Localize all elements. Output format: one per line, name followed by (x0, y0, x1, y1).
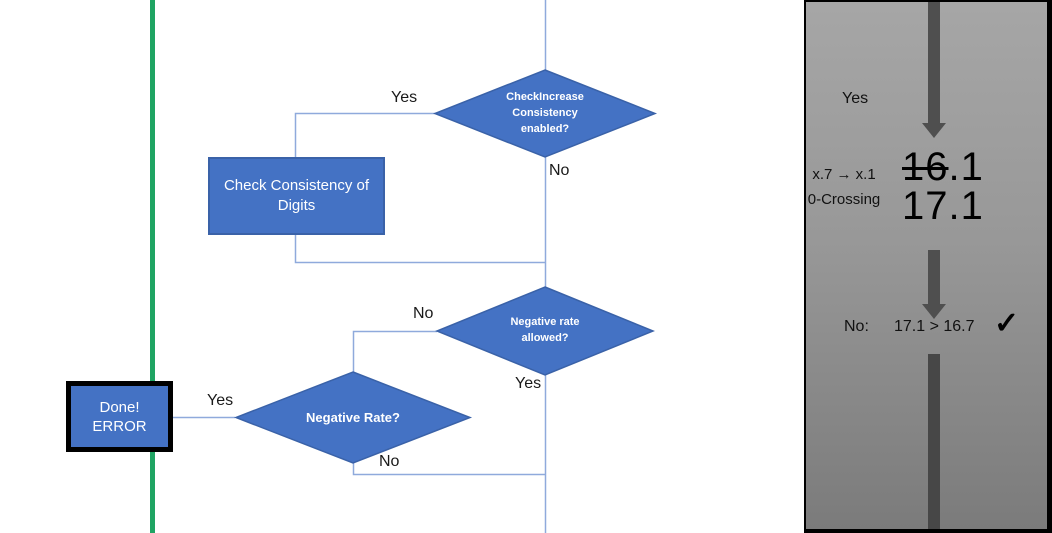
terminator-done-error: Done! ERROR (66, 381, 173, 452)
old-value: 16.1 (902, 145, 984, 189)
decision2-diamond (435, 286, 655, 376)
old-value-struck: 16 (902, 145, 949, 189)
panel-yes-label: Yes (842, 90, 869, 107)
decision3-yes-text: Yes (207, 392, 234, 409)
down-arrow-2-head-icon (922, 304, 946, 319)
decision3-label: Negative Rate? (306, 410, 400, 425)
decision3-no-connector (352, 463, 545, 476)
down-arrow-1-head-icon (922, 123, 946, 138)
decision2-no-connector (352, 330, 437, 372)
green-vertical-line (150, 0, 155, 533)
decision3-diamond (233, 371, 473, 464)
decision1-no-text: No (549, 162, 570, 179)
down-arrow-3-shaft (928, 354, 940, 529)
comparison-row: No: 17.1 > 16.7 ✓ (844, 307, 1044, 340)
decision2-yes-text: Yes (515, 375, 542, 392)
crossing-rule-line1: x.7 → x.1 (812, 166, 876, 183)
decision1-diamond (432, 69, 658, 158)
checkmark-icon: ✓ (994, 307, 1020, 340)
process1-out-connector (294, 235, 545, 264)
old-value-tail: .1 (948, 145, 984, 189)
decision2-label: Negative rate allowed? (510, 316, 580, 344)
down-arrow-1-shaft (928, 2, 940, 123)
new-value: 17.1 (902, 184, 984, 228)
process-check-consistency-label: Check Consistency of Digits (223, 177, 370, 214)
comparison-expression: 17.1 > 16.7 (894, 318, 975, 335)
crossing-rule-text: x.7 → x.1 0-Crossing (797, 162, 891, 212)
annotation-panel: Yes x.7 → x.1 0-Crossing 16.1 17.1 No: 1… (804, 0, 1052, 533)
crossing-rule-line2: 0-Crossing (807, 191, 881, 208)
decision2-no-text: No (413, 305, 434, 322)
terminator-line2: ERROR (92, 417, 147, 435)
flowchart-connectors (173, 0, 658, 533)
process-check-consistency: Check Consistency of Digits (208, 157, 385, 235)
terminator-line1: Done! (99, 398, 140, 416)
comparison-no-label: No: (844, 318, 869, 335)
decision3-no-text: No (379, 453, 400, 470)
decision1-yes-connector (294, 112, 437, 157)
decision1-label: CheckIncrease Consistency enabled? (506, 91, 584, 135)
down-arrow-2-shaft (928, 250, 940, 304)
value-correction: 16.1 17.1 (902, 145, 984, 228)
decision1-yes-text: Yes (391, 89, 418, 106)
